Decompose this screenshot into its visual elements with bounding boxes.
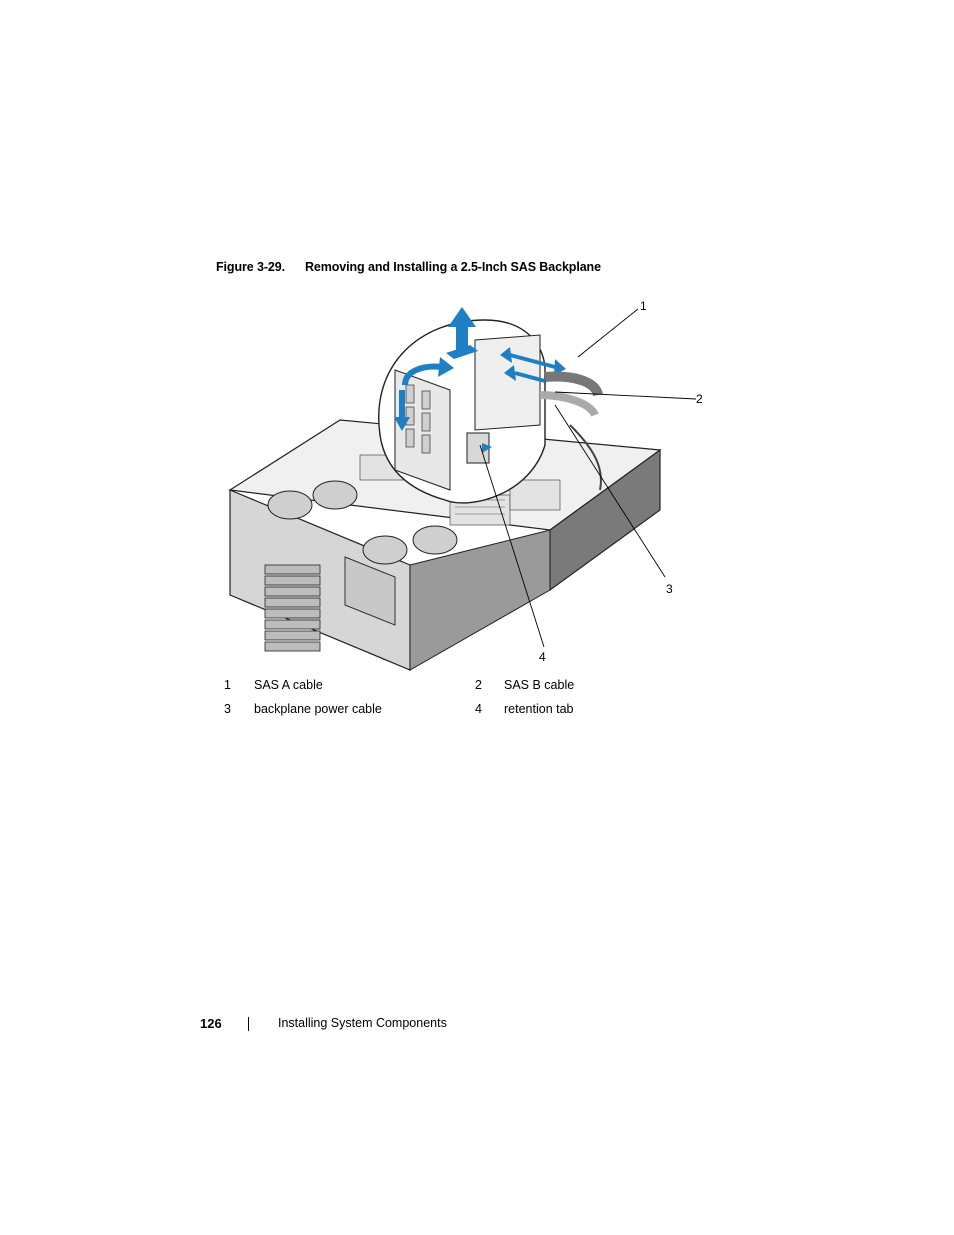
legend-text: SAS A cable [254,678,323,692]
legend-number: 1 [224,678,231,692]
fan-modules [267,480,458,565]
callout-3: 3 [666,582,673,596]
legend-number: 2 [475,678,482,692]
legend-number: 4 [475,702,482,716]
magnified-inset [378,319,603,504]
figure-caption: Figure 3-29. Removing and Installing a 2.… [216,260,601,274]
lift-arrow [446,307,478,359]
footer-separator [248,1017,249,1031]
server-illustration: 1 2 3 4 [210,295,710,675]
figure-legend: 1 SAS A cable 2 SAS B cable 3 backplane … [224,678,704,726]
page-number: 126 [200,1016,222,1031]
figure-label: Figure 3-29. [216,260,285,274]
callout-1: 1 [640,299,647,313]
figure-title: Removing and Installing a 2.5-Inch SAS B… [304,260,601,274]
callout-2: 2 [696,392,703,406]
legend-text: SAS B cable [504,678,575,692]
callout-4: 4 [539,650,546,664]
legend-number: 3 [224,702,231,716]
legend-row: 3 backplane power cable 4 retention tab [224,702,704,726]
drive-bays [264,564,321,652]
backplane-diagram [228,307,697,671]
legend-row: 1 SAS A cable 2 SAS B cable [224,678,704,702]
legend-text: retention tab [504,702,574,716]
section-title: Installing System Components [278,1016,447,1030]
legend-text: backplane power cable [254,702,382,716]
